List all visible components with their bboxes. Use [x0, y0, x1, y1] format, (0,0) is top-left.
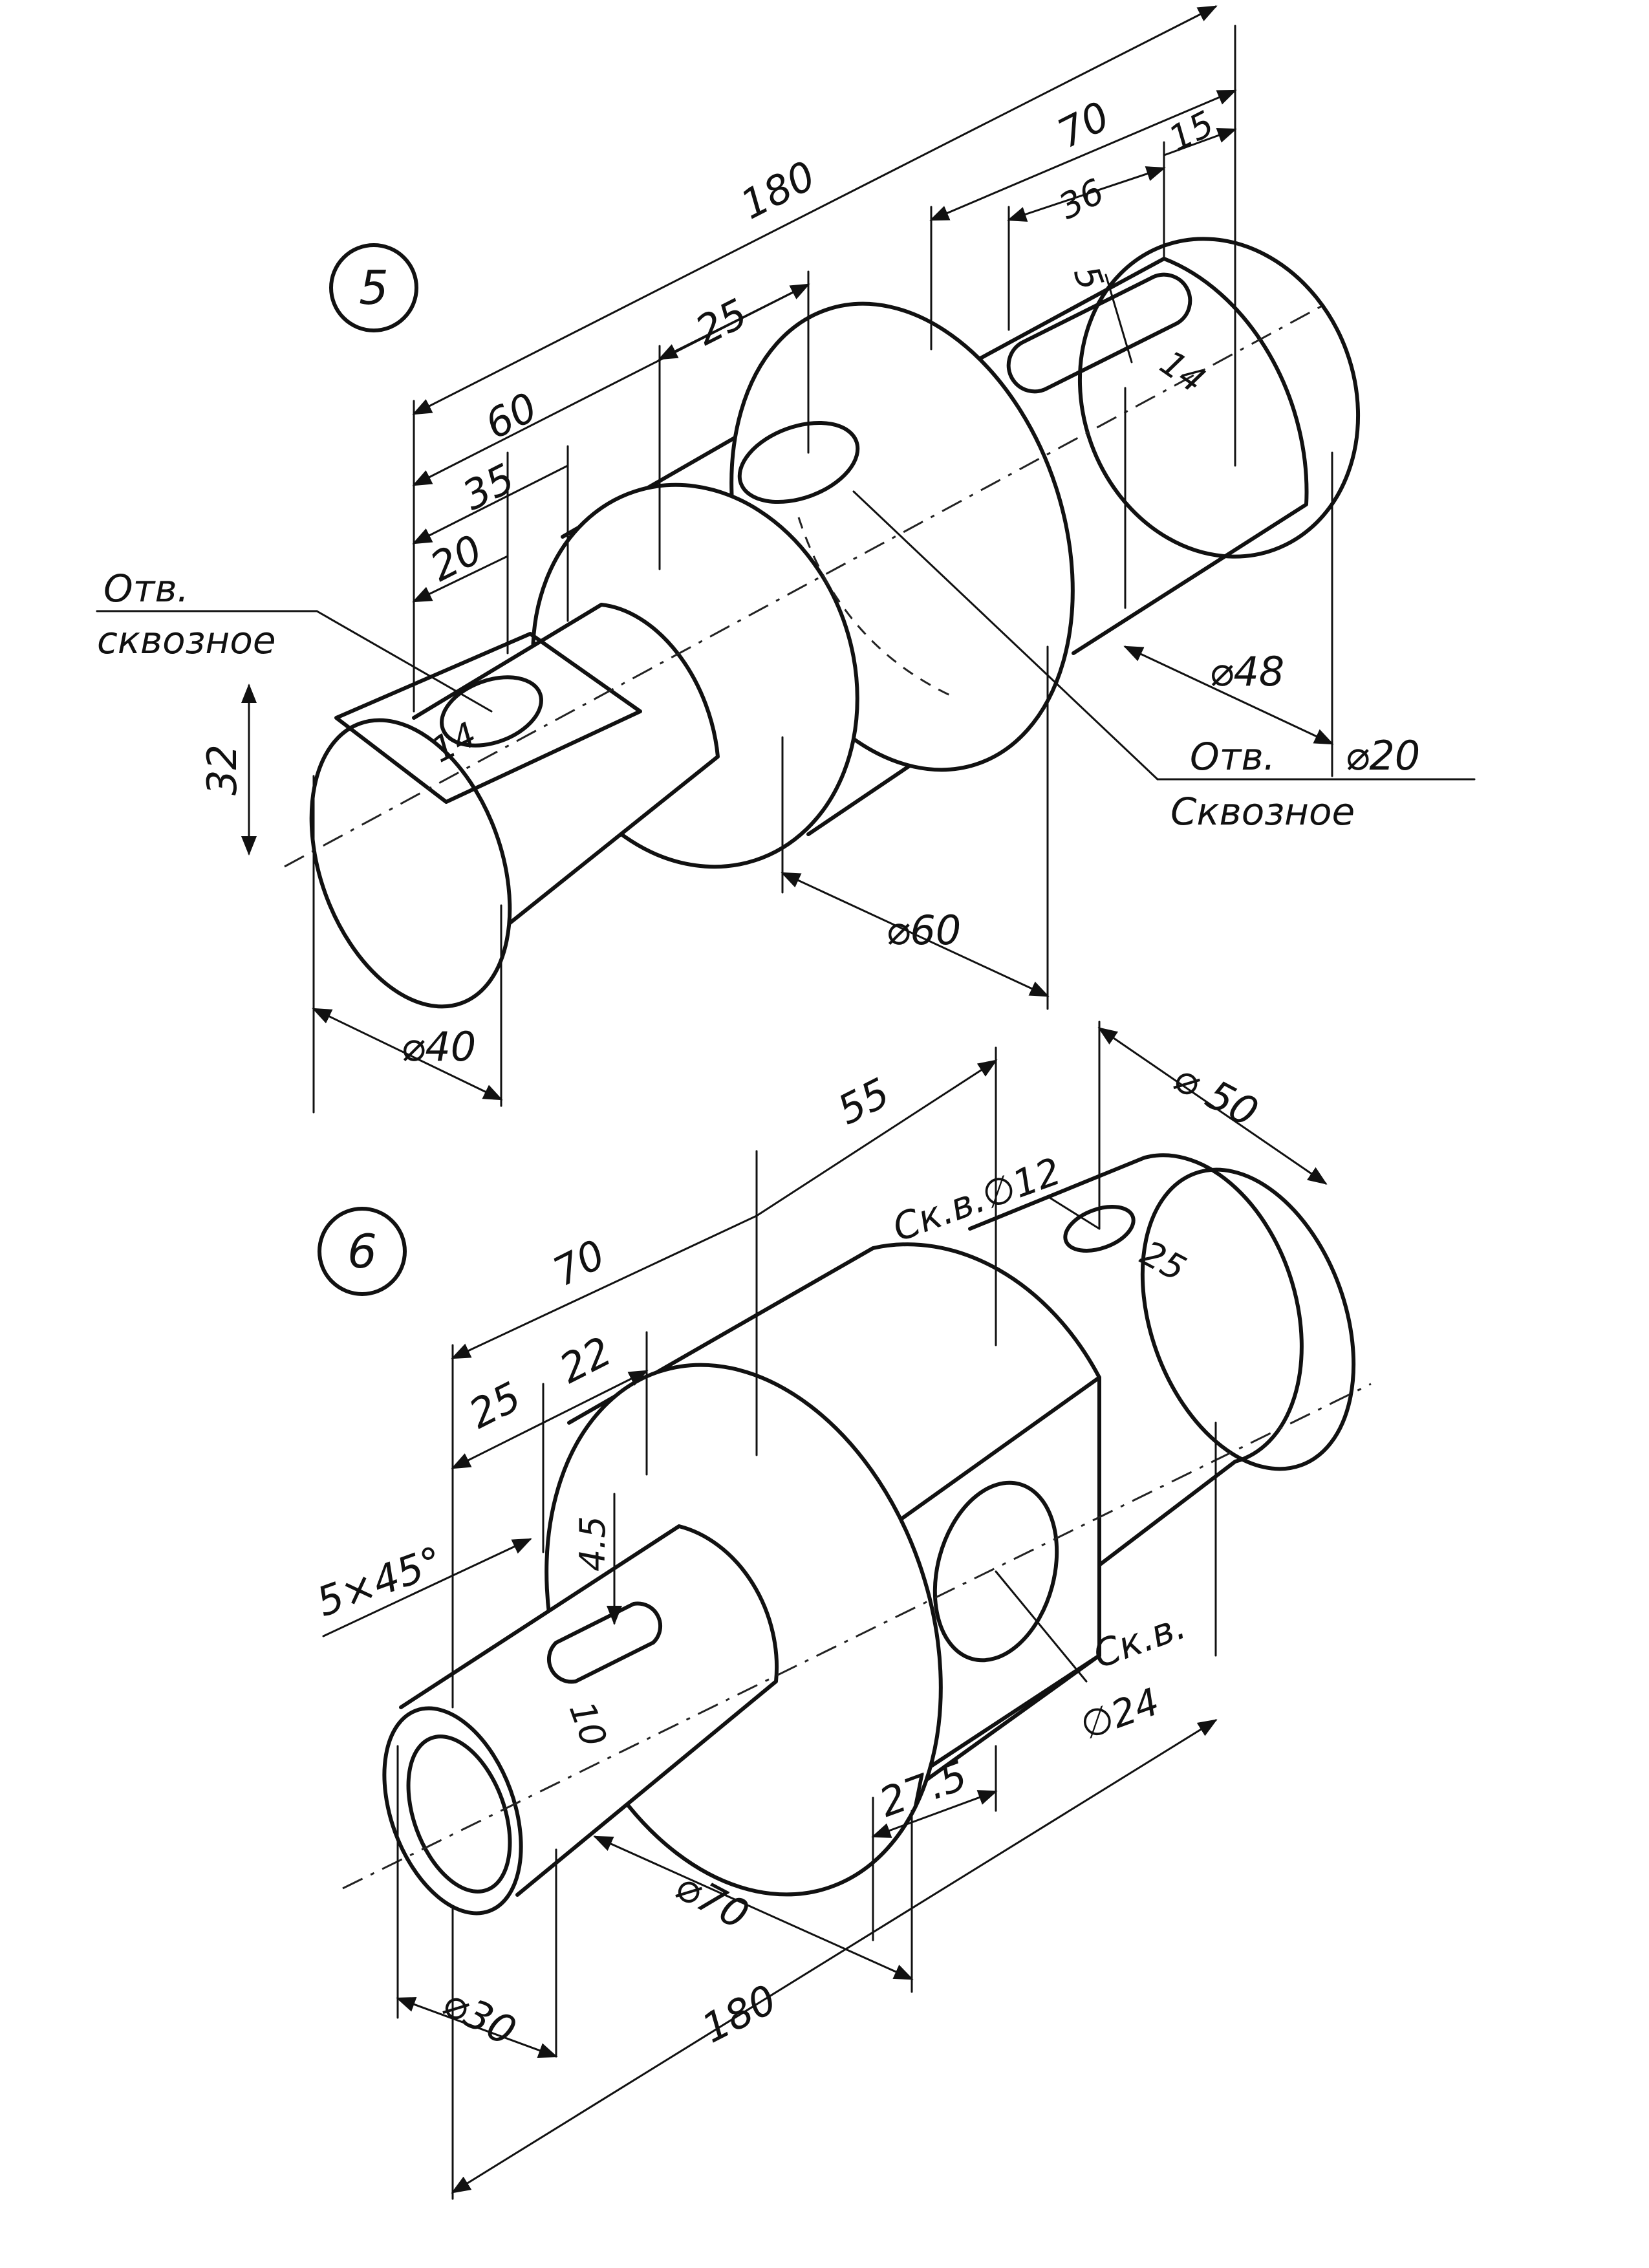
dim-text-4-5: 4.5 — [572, 1516, 613, 1571]
part-number-5: 5 — [329, 243, 418, 332]
part-5-drawing: 5 — [96, 5, 1476, 1114]
dim-line-36 — [1007, 166, 1166, 222]
dim-line-70 — [929, 89, 1237, 221]
dim-text-dia-60: ⌀60 — [886, 907, 961, 954]
dim-text-dia-30: ⌀30 — [435, 1978, 524, 2055]
shaft-40-end-face — [309, 718, 512, 1009]
dim-line-slot-5 — [1105, 274, 1133, 363]
leader-right-hole — [852, 490, 1159, 781]
part-number-6-text: 6 — [347, 1224, 377, 1279]
dim-text-25: 25 — [688, 289, 755, 354]
dim-text-15: 15 — [1162, 103, 1220, 159]
part-6-dimension-lines — [322, 1027, 1328, 2194]
dim-text-70-6: 70 — [546, 1230, 612, 1295]
through-hole-24 — [932, 1480, 1059, 1663]
leader-hole-24 — [995, 1570, 1088, 1683]
dim-text-55: 55 — [830, 1068, 897, 1134]
dim-text-60: 60 — [478, 383, 544, 448]
dim-line-55 — [755, 1059, 998, 1217]
dim-line-chamfer — [322, 1538, 532, 1637]
dim-text-32: 32 — [199, 744, 246, 795]
dim-line-48 — [1123, 645, 1334, 745]
note-left-hole-line2: сквозное — [97, 618, 276, 662]
part-number-6: 6 — [318, 1207, 407, 1296]
dim-text-dia-48: ⌀48 — [1209, 648, 1284, 695]
dim-line-180-6 — [451, 1719, 1218, 2194]
leader-hole-12 — [1046, 1195, 1101, 1230]
dim-text-180-6: 180 — [695, 1976, 784, 2053]
part-6-body — [342, 1153, 1372, 1916]
note-right-hole-line1: Отв. — [1190, 735, 1275, 779]
dim-text-70: 70 — [1050, 92, 1117, 157]
leader-left-hole — [316, 610, 493, 713]
note-side-hole-line1: Ск.в. — [1088, 1603, 1192, 1677]
hole-14-on-flat — [440, 675, 543, 748]
keyway-slot-6 — [546, 1601, 663, 1684]
note-left-hole-line1: Отв. — [103, 567, 189, 610]
dim-text-20: 20 — [423, 525, 490, 590]
part-5-body — [284, 237, 1361, 1009]
dim-text-chamfer: 5×45° — [310, 1537, 449, 1626]
hidden-hole-line — [797, 517, 958, 700]
dim-line-15 — [1163, 127, 1237, 157]
flat-surface — [334, 632, 642, 804]
through-hole-12 — [1063, 1205, 1136, 1253]
part-6-drawing: 6 — [310, 1021, 1372, 2200]
dim-line-25 — [658, 283, 810, 360]
dim-text-22: 22 — [552, 1327, 619, 1392]
dim-line-25-6 — [451, 1421, 544, 1469]
dim-text-dia-20: ⌀20 — [1345, 732, 1420, 779]
note-side-hole-line2: ∅24 — [1075, 1679, 1165, 1748]
dim-line-60-dia — [781, 872, 1050, 997]
dim-text-dia-50: ⌀ 50 — [1166, 1053, 1266, 1136]
part-number-5-text: 5 — [359, 261, 389, 315]
dim-text-35: 35 — [455, 454, 522, 519]
dim-line-40 — [312, 1008, 503, 1101]
dim-line-27-5 — [871, 1790, 998, 1838]
dim-text-dia-40: ⌀40 — [401, 1023, 476, 1070]
note-right-hole-line2: Сквозное — [1170, 790, 1355, 834]
part-5-notes: Отв. сквозное Отв. Сквозное — [97, 567, 1355, 834]
dim-text-36: 36 — [1052, 171, 1110, 227]
dim-line-70-6 — [451, 1215, 758, 1359]
dim-text-25-6: 25 — [462, 1372, 528, 1438]
dim-line-20 — [412, 555, 509, 603]
dim-line-35 — [412, 464, 569, 545]
dim-text-180: 180 — [733, 152, 823, 229]
part-5-dimension-lines — [96, 5, 1476, 1101]
dim-line-22 — [542, 1370, 649, 1424]
dim-line-50 — [1097, 1027, 1328, 1185]
